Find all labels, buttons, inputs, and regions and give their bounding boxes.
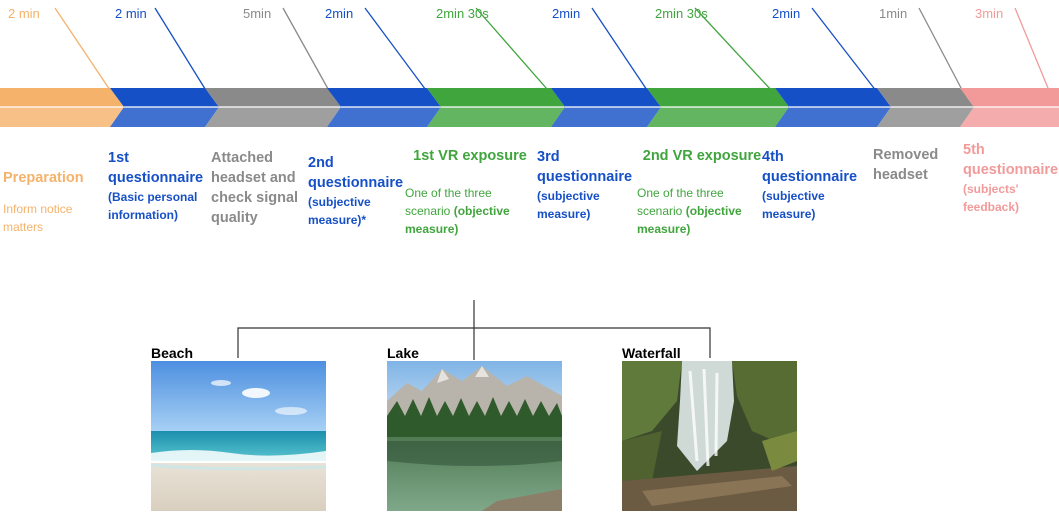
- stage-7-note: One of the three scenario (objective mea…: [637, 186, 742, 236]
- stage-1-note: Inform notice matters: [3, 202, 73, 234]
- stage-10: 5th questionnaire (subjects' feedback): [963, 140, 1058, 216]
- arrow-segment-5-bottom: [427, 107, 565, 127]
- duration-label-10: 3min: [975, 6, 1004, 21]
- stage-5-title: 1st VR exposure: [413, 148, 527, 164]
- lake-photo: [387, 361, 562, 511]
- stage-10-subtitle: (subjects' feedback): [963, 182, 1020, 214]
- beach-photo: [151, 361, 326, 511]
- arrow-segment-4-top: [327, 88, 441, 107]
- stage-8-subtitle: (subjective measure): [762, 189, 825, 221]
- arrow-segment-6-top: [551, 88, 661, 107]
- arrow-segment-8-top: [775, 88, 891, 107]
- stage-4-title: 2nd questionnaire: [308, 155, 404, 191]
- stage-2-subtitle: (Basic personal information): [108, 190, 198, 222]
- arrow-segment-2-top: [110, 88, 219, 107]
- duration-label-1: 2 min: [8, 6, 40, 21]
- duration-label-4: 2min: [325, 6, 354, 21]
- connector-bracket: [237, 327, 711, 358]
- stage-10-title: 5th questionnaire: [963, 142, 1059, 178]
- arrow-segment-4-bottom: [327, 107, 441, 127]
- duration-label-8: 2min: [772, 6, 801, 21]
- timeline-arrows: [0, 88, 1059, 127]
- duration-label-2: 2 min: [115, 6, 147, 21]
- arrow-segment-8-bottom: [775, 107, 891, 127]
- arrow-segment-3-top: [205, 88, 341, 107]
- duration-label-7: 2min 30s: [655, 6, 708, 21]
- stage-3: Attached headset and check signal qualit…: [211, 148, 307, 228]
- waterfall-photo: [622, 361, 797, 511]
- stage-5-note: One of the three scenario (objective mea…: [405, 186, 510, 236]
- scenario-label-lake: Lake: [387, 345, 419, 361]
- stage-8-title: 4th questionnaire: [762, 149, 858, 185]
- stage-3-title: Attached headset and check signal qualit…: [211, 150, 299, 226]
- arrow-segment-9-top: [877, 88, 974, 107]
- stage-9-title: Removed headset: [873, 147, 939, 183]
- duration-label-9: 1min: [879, 6, 908, 21]
- scenario-label-waterfall: Waterfall: [622, 345, 681, 361]
- arrow-segment-1-top: [0, 88, 124, 107]
- arrow-segment-9-bottom: [877, 107, 974, 127]
- stage-6: 3rd questionnaire (subjective measure): [537, 147, 635, 223]
- stage-8: 4th questionnaire (subjective measure): [762, 147, 860, 223]
- arrow-segment-10-bottom: [960, 107, 1059, 127]
- arrow-segment-7-top: [647, 88, 789, 107]
- stage-7-title: 2nd VR exposure: [642, 148, 762, 164]
- stage-9: Removed headset: [873, 145, 959, 185]
- stage-2: 1st questionnaire (Basic personal informa…: [108, 148, 206, 224]
- duration-label-5: 2min 30s: [436, 6, 489, 21]
- scenario-label-beach: Beach: [151, 345, 194, 361]
- stage-6-title: 3rd questionnaire: [537, 149, 633, 185]
- arrow-segment-10-top: [960, 88, 1059, 107]
- stage-1-title: Preparation: [3, 170, 84, 186]
- arrow-segment-3-bottom: [205, 107, 341, 127]
- arrow-segment-2-bottom: [110, 107, 219, 127]
- stage-6-subtitle: (subjective measure): [537, 189, 600, 221]
- arrow-segment-1-bottom: [0, 107, 124, 127]
- scenario-connector: [237, 300, 711, 360]
- arrow-segment-6-bottom: [551, 107, 661, 127]
- arrow-segment-7-bottom: [647, 107, 789, 127]
- duration-label-3: 5min: [243, 6, 272, 21]
- stage-4-subtitle: (subjective measure)*: [308, 195, 371, 227]
- stage-2-title: 1st questionnaire: [108, 150, 204, 186]
- stage-4: 2nd questionnaire (subjective measure)*: [308, 153, 406, 229]
- arrow-segment-5-top: [427, 88, 565, 107]
- duration-label-6: 2min: [552, 6, 581, 21]
